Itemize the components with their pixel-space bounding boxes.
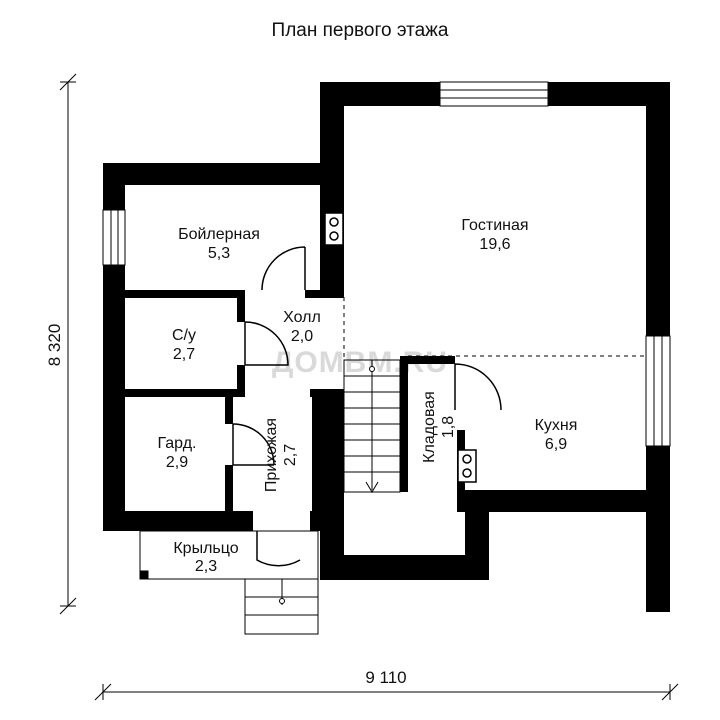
porch <box>139 530 319 635</box>
dimension-width: 9 110 <box>365 668 406 687</box>
room-area-boiler: 5,3 <box>208 245 230 262</box>
wall-south-joint <box>310 511 344 531</box>
room-name-living: Гостиная <box>461 217 528 234</box>
wall-wc-hall-upper <box>237 290 245 322</box>
wall-hall-top <box>305 290 344 298</box>
wall-pantry-top <box>400 356 455 364</box>
wall-wardrobe-entry-lower <box>225 465 233 511</box>
plan-title: План первого этажа <box>271 20 449 41</box>
room-name-entry: Прихожая <box>263 418 280 492</box>
windows <box>102 81 671 447</box>
room-area-living: 19,6 <box>479 236 510 253</box>
wall-south-main <box>320 555 489 580</box>
room-name-wardrobe: Гард. <box>158 435 197 452</box>
wall-main-west-lower <box>320 390 344 580</box>
room-name-boiler: Бойлерная <box>178 226 260 243</box>
room-area-wc: 2,7 <box>173 346 195 363</box>
wall-entry-east <box>312 389 320 511</box>
wall-north-left <box>103 163 343 185</box>
doors <box>232 246 502 567</box>
wall-south-left <box>103 511 253 531</box>
vent-ducts <box>324 212 477 483</box>
stairs <box>343 359 401 493</box>
room-name-pantry: Кладовая <box>421 391 438 463</box>
room-name-kitchen: Кухня <box>535 417 578 434</box>
room-name-porch: Крыльцо <box>173 540 238 557</box>
room-area-pantry: 1,8 <box>440 416 457 438</box>
room-area-porch: 2,3 <box>195 558 217 575</box>
wall-south-kitchen <box>465 490 670 512</box>
room-area-wardrobe: 2,9 <box>166 454 188 471</box>
room-area-hall: 2,0 <box>291 328 313 345</box>
dimension-height: 8 320 <box>45 324 64 367</box>
room-name-wc: С/у <box>172 327 196 344</box>
wall-wc-wardrobe <box>125 389 240 397</box>
dimension-lines <box>59 73 679 701</box>
room-area-entry: 2,7 <box>282 444 299 466</box>
room-area-kitchen: 6,9 <box>545 436 567 453</box>
wall-main-west-upper <box>320 82 344 295</box>
room-name-hall: Холл <box>283 309 321 326</box>
room-labels: Бойлерная 5,3 Гостиная 19,6 Холл 2,0 С/у… <box>158 217 578 575</box>
wall-pantry-west <box>400 356 408 492</box>
wall-boiler-wc <box>125 290 240 298</box>
wall-wardrobe-entry-upper <box>225 389 233 424</box>
wall-entry-hall <box>310 389 344 397</box>
wall-wc-hall-lower <box>237 365 245 397</box>
